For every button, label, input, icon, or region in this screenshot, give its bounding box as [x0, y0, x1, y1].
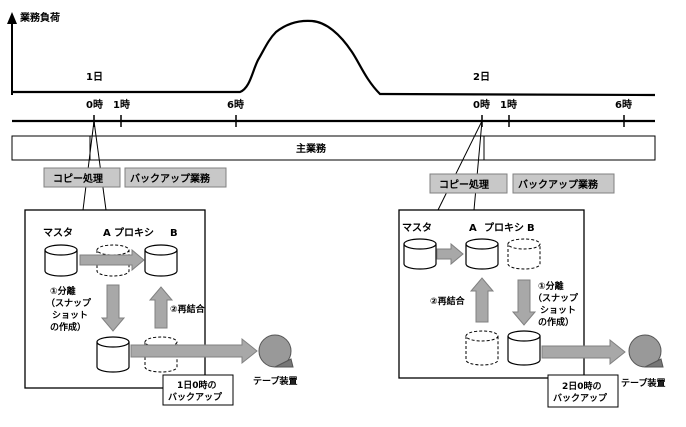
y-axis-label: 業務負荷: [19, 11, 60, 24]
master-label: マスタ: [402, 222, 432, 234]
tick-label: 6時: [227, 98, 244, 111]
split-label: ショット: [540, 305, 576, 316]
split-arrow-icon: [511, 279, 537, 326]
left-panel: コピー処理 バックアップ業務 マスタ A プロキシ B ①分離 （スナップ ショ…: [24, 120, 297, 406]
backup-arrow-icon: [130, 337, 258, 365]
proxy-label: プロキシ: [114, 226, 154, 239]
proxy-a-ghost-disk-icon: [465, 330, 499, 366]
backup-callout-label: バックアップ: [168, 391, 223, 403]
tick-label: 0時: [86, 98, 103, 111]
snapshot-disk-icon: [96, 336, 130, 373]
day2-label: 2日: [473, 71, 490, 83]
tick-label: 1時: [113, 98, 130, 111]
backup-work-label: バックアップ業務: [518, 178, 599, 191]
day2-ticks: 0時 1時 6時: [473, 98, 632, 127]
copy-arrow-icon: [79, 248, 145, 272]
rejoin-arrow-icon: [469, 277, 495, 323]
split-label: （スナップ: [533, 292, 579, 304]
copy-process-tag: [43, 167, 121, 188]
backup-arrow-icon: [541, 338, 626, 366]
tape-device-icon: [258, 334, 294, 368]
rejoin-arrow-icon: [148, 286, 174, 329]
proxy-b-label: B: [170, 228, 178, 239]
master-disk-icon: [403, 238, 437, 270]
day1-label: 1日: [86, 71, 103, 83]
load-curve: [12, 19, 656, 97]
backup-callout-label: バックアップ: [553, 392, 608, 404]
backup-callout-label: 1日0時の: [177, 379, 217, 391]
right-process-box: [398, 209, 585, 379]
tape-device-icon: [628, 334, 664, 368]
split-label: ①分離: [538, 280, 564, 292]
day1-ticks: 0時 1時 6時: [86, 98, 244, 127]
proxy-a-disk-icon: [465, 238, 499, 270]
proxy-b-disk-icon: [507, 238, 541, 270]
zoom-line: [473, 120, 483, 211]
copy-process-label: コピー処理: [439, 178, 489, 191]
split-label: の作成）: [50, 321, 86, 333]
zoom-line: [82, 120, 95, 211]
master-label: マスタ: [43, 227, 73, 239]
split-arrow-icon: [100, 284, 126, 332]
copy-process-label: コピー処理: [53, 172, 103, 185]
backup-work-label: バックアップ業務: [130, 172, 211, 185]
proxy-b-disk-icon: [144, 244, 178, 277]
copy-process-tag: [429, 173, 508, 194]
main-work-label: 主業務: [296, 142, 327, 155]
tick-label: 0時: [473, 98, 490, 111]
split-label: ①分離: [50, 285, 76, 297]
proxy-a-label: A: [103, 228, 111, 239]
tick-label: 6時: [615, 98, 632, 111]
backup-callout: [162, 374, 234, 406]
zoom-line: [437, 120, 483, 211]
right-panel: コピー処理 バックアップ業務 マスタ A プロキシ B ②再結合 ①分離 （スナ…: [398, 120, 665, 408]
backup-callout: [547, 374, 619, 408]
tick-label: 1時: [500, 98, 517, 111]
main-work-bar: 主業務: [11, 135, 656, 161]
split-label: の作成）: [538, 316, 574, 328]
backup-work-tag: [124, 167, 227, 188]
zoom-line: [93, 120, 107, 211]
y-axis-arrow: [7, 12, 17, 24]
split-label: ショット: [52, 310, 88, 321]
proxy-a-label: A: [469, 223, 477, 234]
left-process-box: [24, 209, 206, 389]
tape-label: テープ装置: [253, 375, 297, 387]
main-work-frame: [11, 135, 656, 161]
tape-label: テープ装置: [621, 377, 665, 389]
backup-work-tag: [512, 173, 615, 194]
split-label: （スナップ: [46, 297, 92, 309]
rejoin-label: ②再結合: [170, 303, 206, 315]
load-chart: 業務負荷 1日 2日 0時 1時 6時 0時 1時 6時: [7, 11, 656, 127]
master-disk-icon: [44, 244, 78, 277]
rejoin-label: ②再結合: [430, 295, 466, 307]
snapshot-disk-icon: [507, 330, 541, 366]
proxy-b-label: B: [527, 223, 535, 234]
copy-arrow-icon: [436, 242, 464, 266]
proxy-label: プロキシ: [484, 221, 524, 234]
backup-callout-label: 2日0時の: [562, 380, 602, 392]
